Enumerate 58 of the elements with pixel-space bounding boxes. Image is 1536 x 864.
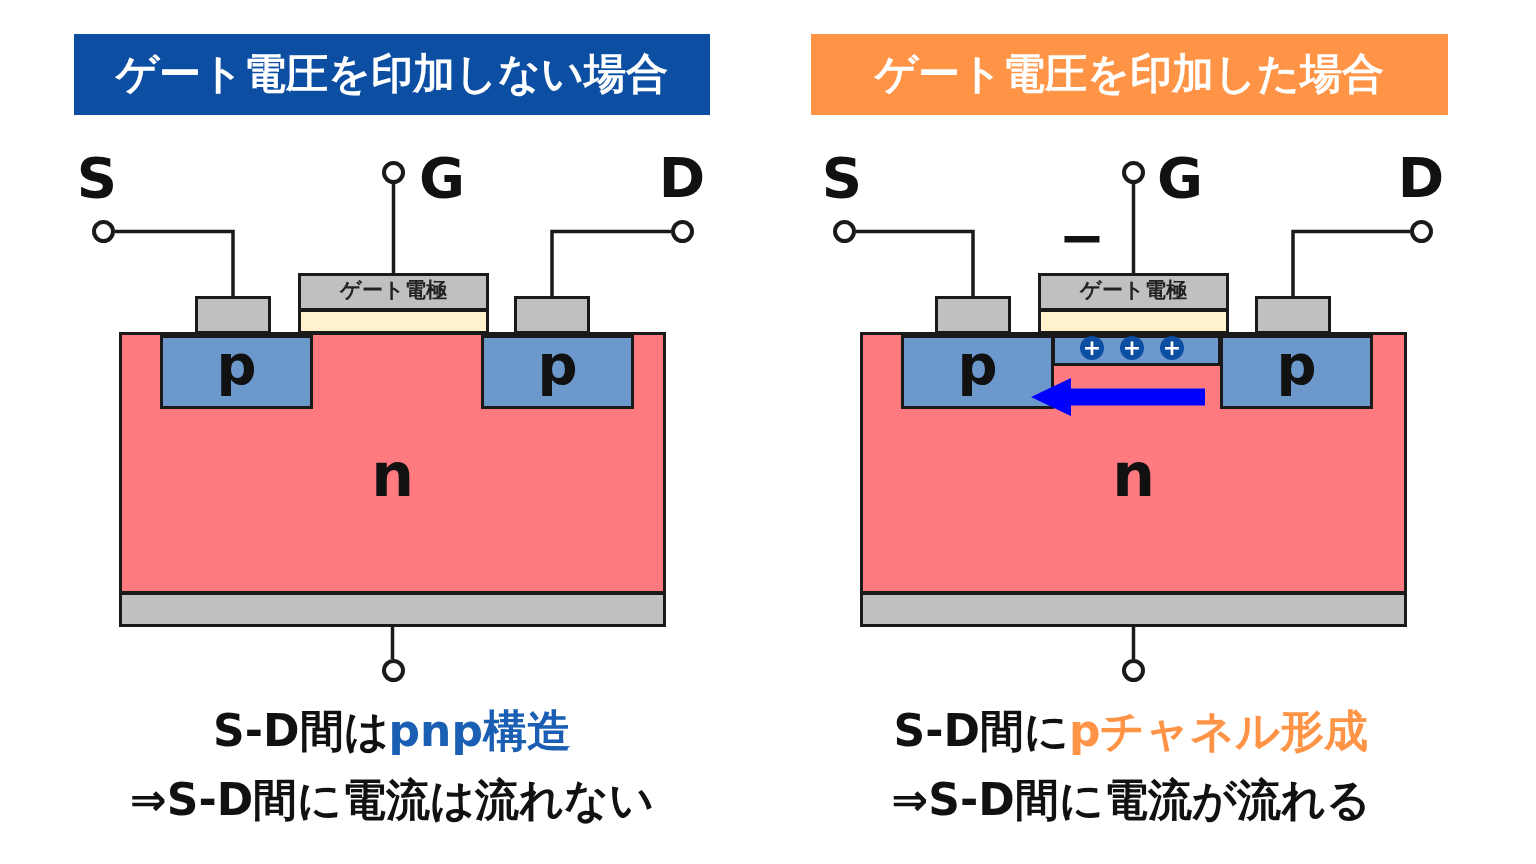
region-label: n <box>1112 445 1155 505</box>
substrate-electrode <box>860 592 1407 627</box>
caption-text: pnp構造 <box>388 704 571 756</box>
gate-electrode <box>298 273 489 311</box>
region-label: p <box>957 337 998 394</box>
wire <box>1131 627 1136 659</box>
terminal-label: G <box>419 150 465 206</box>
n-type-region <box>119 332 666 594</box>
current-arrow <box>1032 378 1205 417</box>
substrate-electrode <box>119 592 666 627</box>
heading-band <box>74 34 710 115</box>
wire <box>391 184 396 273</box>
terminal-circle <box>833 220 856 243</box>
terminal-circle <box>1122 161 1145 184</box>
p-type-region <box>901 335 1054 409</box>
terminal-label: D <box>658 150 706 206</box>
gate-electrode <box>1038 273 1229 311</box>
heading-text: ゲート電圧を印加した場合 <box>875 52 1384 95</box>
caption-text: S-D間は <box>213 704 389 756</box>
terminal-label: S <box>821 150 863 206</box>
oxide-layer <box>1038 309 1229 334</box>
electrode-label: ゲート電極 <box>1080 280 1187 302</box>
terminal-circle <box>1410 220 1433 243</box>
oxide-layer <box>298 309 489 334</box>
metal-contact <box>935 296 1011 334</box>
region-label: p <box>216 337 257 394</box>
wire <box>1291 229 1410 296</box>
heading-band <box>811 34 1448 115</box>
caption-text: S-D間に <box>893 704 1069 756</box>
p-type-region <box>481 335 634 409</box>
region-label: n <box>371 445 414 505</box>
p-type-region <box>1220 335 1373 409</box>
electrode-label: ゲート電極 <box>340 280 447 302</box>
terminal-circle <box>382 659 405 682</box>
region-label: p <box>1276 337 1317 394</box>
terminal-circle <box>1122 659 1145 682</box>
caption-text: ⇒S-D間に電流が流れる <box>891 773 1371 825</box>
terminal-label: G <box>1157 150 1203 206</box>
heading-text: ゲート電圧を印加しない場合 <box>116 52 668 95</box>
wire <box>550 229 671 296</box>
wire <box>856 229 975 296</box>
terminal-circle <box>382 161 405 184</box>
minus-sign: − <box>1058 210 1106 266</box>
wire <box>1131 184 1136 273</box>
n-type-region <box>860 332 1407 594</box>
metal-contact <box>1255 296 1331 334</box>
p-type-region <box>160 335 313 409</box>
terminal-circle <box>671 220 694 243</box>
terminal-label: D <box>1397 150 1445 206</box>
wire <box>390 627 395 659</box>
metal-contact <box>195 296 271 334</box>
region-label: p <box>537 337 578 394</box>
terminal-label: S <box>76 150 118 206</box>
terminal-circle <box>92 220 115 243</box>
caption-text: ⇒S-D間に電流は流れない <box>129 773 655 825</box>
metal-contact <box>514 296 590 334</box>
caption-text: pチャネル形成 <box>1069 704 1369 756</box>
wire <box>115 229 235 296</box>
